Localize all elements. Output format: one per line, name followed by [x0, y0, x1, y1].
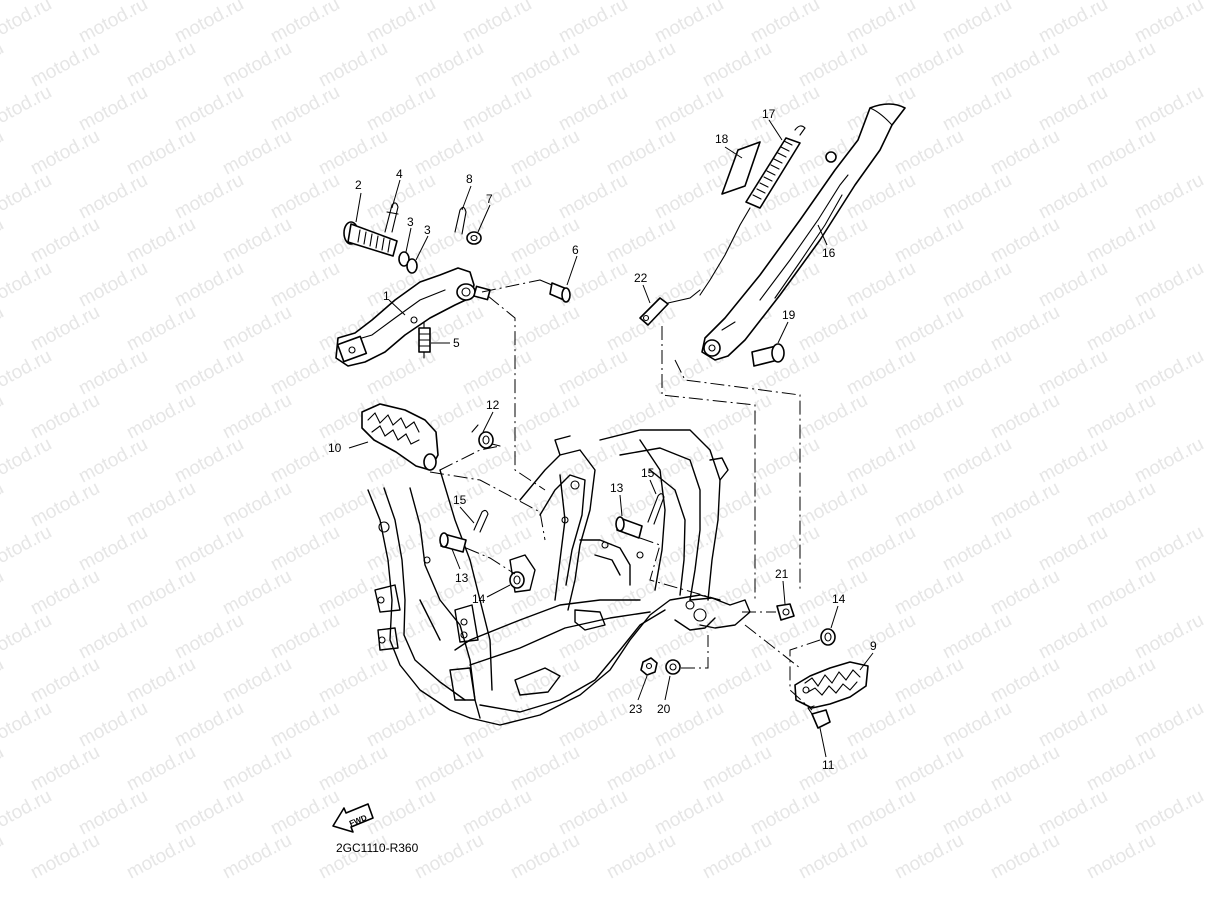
footrest-clip[interactable] [807, 705, 831, 729]
frame [367, 429, 751, 726]
pivot-bolt[interactable] [343, 221, 398, 257]
callout-21: 21 [775, 567, 789, 581]
callout-19: 19 [782, 308, 796, 322]
assembly-lines [429, 279, 821, 711]
fwd-arrow-icon: FWD [332, 803, 374, 833]
callout-23: 23 [629, 702, 643, 716]
callout-17: 17 [762, 107, 776, 121]
callout-15b: 15 [641, 466, 655, 480]
diagram-code: 2GC1110-R360 [336, 841, 419, 855]
stand-nut[interactable] [776, 603, 795, 621]
callout-10: 10 [328, 441, 342, 455]
callout-3b: 3 [424, 223, 431, 237]
washer[interactable] [466, 231, 482, 245]
pedal-return-spring[interactable] [418, 321, 431, 359]
callout-11: 11 [822, 758, 835, 772]
callout-labels: 1 2 3 3 4 5 6 7 8 9 10 11 12 13 13 14 14… [328, 107, 877, 772]
callout-18: 18 [715, 132, 729, 146]
side-stand[interactable] [701, 103, 906, 361]
callout-3a: 3 [407, 215, 414, 229]
callout-8: 8 [466, 172, 473, 186]
callout-4: 4 [396, 167, 403, 181]
clevis-pin[interactable] [539, 279, 571, 303]
callout-15a: 15 [453, 493, 467, 507]
callout-6: 6 [572, 243, 579, 257]
footrest-spring[interactable] [471, 424, 501, 449]
callout-13a: 13 [455, 571, 469, 585]
leader-lines [348, 119, 874, 758]
side-stand-bolt[interactable] [751, 343, 785, 367]
stand-pad[interactable] [721, 141, 761, 195]
footrest-pin-right[interactable] [615, 516, 643, 539]
cotter-pin-right[interactable] [647, 493, 665, 525]
washer-left[interactable] [509, 571, 525, 589]
callout-9: 9 [870, 639, 877, 653]
side-stand-spring[interactable] [699, 125, 806, 296]
right-footrest[interactable] [794, 661, 869, 709]
cotter-pin-left[interactable] [473, 509, 489, 533]
callout-20: 20 [657, 702, 671, 716]
brake-pedal[interactable] [335, 267, 491, 367]
callout-14a: 14 [472, 592, 486, 606]
callout-5: 5 [453, 336, 460, 350]
washer-right[interactable] [820, 628, 836, 646]
left-footrest[interactable] [361, 403, 439, 471]
callout-16: 16 [822, 246, 836, 260]
hex-nut[interactable] [640, 657, 658, 676]
callout-1: 1 [383, 289, 390, 303]
callout-7: 7 [486, 192, 493, 206]
callout-22: 22 [634, 271, 648, 285]
callout-14b: 14 [832, 592, 846, 606]
callout-13b: 13 [610, 481, 624, 495]
plain-washer[interactable] [665, 659, 681, 675]
callout-12: 12 [486, 398, 500, 412]
cotter-pin[interactable] [454, 206, 467, 235]
o-rings[interactable] [398, 251, 418, 274]
footrest-pin-left[interactable] [439, 532, 467, 553]
retainer-clip[interactable] [384, 202, 399, 233]
callout-2: 2 [355, 178, 362, 192]
spring-bracket[interactable] [639, 289, 701, 326]
